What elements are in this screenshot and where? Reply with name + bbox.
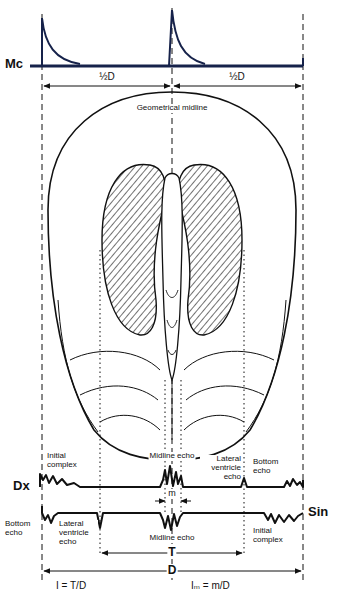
half-d-dimension — [44, 86, 301, 87]
right-reference-line — [303, 14, 304, 580]
dimensions — [44, 501, 301, 571]
lobe-contour — [70, 351, 160, 370]
echo-label: Midline echo — [149, 534, 196, 543]
skull-inner-line — [58, 300, 98, 432]
echo-label: Bottom echo — [4, 520, 40, 538]
echo-label: Initial complex — [46, 452, 92, 470]
midline-structures — [166, 290, 178, 440]
echo-label: Midline echo — [149, 452, 196, 461]
midline-projection — [165, 380, 166, 513]
left-reference-line — [42, 14, 43, 580]
left-lateral-ventricle — [102, 164, 166, 335]
dimension-arrow — [174, 86, 301, 87]
echo-label: Initial complex — [252, 527, 302, 545]
echo-label: Lateral ventricle echo — [200, 455, 242, 481]
lobe-contour — [80, 386, 158, 400]
formula: Iₘ = m/D — [190, 580, 231, 591]
dimension-label: m — [167, 489, 177, 499]
lobe-contour — [184, 351, 274, 370]
trace-name: Dx — [12, 479, 31, 493]
brain-lobes — [70, 351, 274, 430]
trace-end — [302, 58, 304, 66]
trace-baseline — [30, 65, 303, 68]
m-dimension-arrow — [155, 501, 165, 502]
echo-spike — [169, 10, 205, 66]
trace-name: Mc — [4, 57, 24, 71]
echo-spike — [42, 18, 80, 66]
mc-trace — [30, 10, 303, 66]
dimension-label: ½D — [98, 71, 116, 82]
midline-detail — [167, 320, 177, 328]
lobe-contour — [184, 415, 244, 430]
left-ventricle-projection — [100, 250, 101, 553]
right-ventricle-projection — [244, 250, 245, 553]
lobe-contour — [100, 415, 160, 430]
trace-name: Sin — [307, 505, 329, 519]
midline-detail — [172, 380, 173, 440]
formula: I = T/D — [55, 580, 87, 591]
midline-detail — [168, 350, 176, 355]
dimension-label: ½D — [228, 71, 246, 82]
echo-label: Lateral ventricle echo — [58, 520, 98, 546]
midline-detail — [166, 290, 178, 298]
m-dimension-arrow — [181, 501, 191, 502]
echo-label: Bottom echo — [252, 458, 294, 476]
right-lateral-ventricle — [178, 164, 242, 335]
dimension-label: D — [167, 564, 178, 577]
midline-label: Geometrical midline — [136, 104, 209, 113]
third-ventricle — [162, 174, 183, 381]
head-outline — [48, 92, 296, 460]
reference-lines — [42, 8, 303, 580]
midline-projection — [181, 380, 182, 513]
lobe-contour — [186, 386, 264, 400]
skull-inner-line — [246, 300, 286, 432]
dimension-label: T — [167, 546, 176, 559]
dimension-arrow — [44, 86, 170, 87]
